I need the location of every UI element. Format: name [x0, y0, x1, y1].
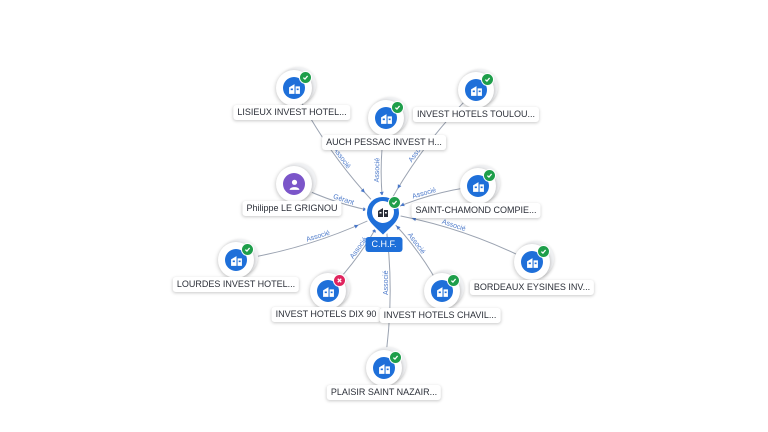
person-icon: [289, 179, 299, 190]
error-badge-icon: [333, 274, 346, 287]
edge-label-plaisir: Associé: [383, 270, 390, 295]
check-badge-icon: [481, 73, 494, 86]
building-icon: [322, 286, 334, 297]
node-auch[interactable]: [368, 97, 408, 136]
building-icon: [317, 280, 339, 302]
center-node-label[interactable]: C.H.F.: [365, 237, 403, 252]
node-lisieux[interactable]: [276, 67, 316, 106]
node-lourdes[interactable]: [218, 239, 258, 278]
node-plaisir[interactable]: [366, 347, 406, 386]
edge-arrow-icon: [396, 225, 401, 230]
edge-label-chamond: Associé: [412, 187, 438, 201]
check-badge-icon: [241, 243, 254, 256]
node-chamond[interactable]: [460, 165, 500, 204]
edge-arrow-icon: [411, 217, 417, 222]
node-label-toulouse[interactable]: INVEST HOTELS TOULOU...: [412, 107, 540, 122]
person-icon: [283, 173, 305, 195]
edge-label-auch: Associé: [374, 158, 382, 183]
building-icon: [472, 181, 484, 192]
node-label-chavil[interactable]: INVEST HOTELS CHAVIL...: [379, 308, 501, 323]
node-bordeaux[interactable]: [514, 241, 554, 280]
node-toulouse[interactable]: [458, 69, 498, 108]
node-label-lourdes[interactable]: LOURDES INVEST HOTEL...: [172, 277, 300, 292]
node-label-bordeaux[interactable]: BORDEAUX EYSINES INV...: [469, 280, 595, 295]
node-philippe[interactable]: [276, 163, 316, 202]
building-icon: [436, 286, 448, 297]
building-icon: [283, 77, 305, 99]
edge-arrow-icon: [400, 202, 405, 207]
building-icon: [431, 280, 453, 302]
building-icon: [526, 257, 538, 268]
edge-arrow-icon: [353, 224, 359, 229]
building-icon: [378, 363, 390, 374]
node-chavil[interactable]: [424, 270, 464, 309]
node-label-plaisir[interactable]: PLAISIR SAINT NAZAIR...: [326, 385, 442, 400]
check-badge-icon: [389, 351, 402, 364]
building-icon: [378, 208, 388, 217]
building-icon: [288, 83, 300, 94]
node-label-chamond[interactable]: SAINT-CHAMOND COMPIE...: [411, 203, 541, 218]
edge-label-lourdes: Associé: [305, 230, 331, 244]
building-icon: [470, 85, 482, 96]
check-badge-icon: [483, 169, 496, 182]
building-icon: [521, 251, 543, 273]
check-badge-icon: [391, 101, 404, 114]
check-badge-icon: [447, 274, 460, 287]
building-icon: [373, 357, 395, 379]
building-icon: [380, 113, 392, 124]
edge-label-chavil: Associé: [406, 232, 426, 256]
check-badge-icon: [537, 245, 550, 258]
building-icon: [230, 255, 242, 266]
center-node[interactable]: [364, 194, 402, 238]
building-icon: [467, 175, 489, 197]
node-dix90[interactable]: [310, 270, 350, 309]
check-badge-icon: [299, 71, 312, 84]
edge-arrow-icon: [379, 191, 384, 196]
building-icon: [465, 79, 487, 101]
node-label-auch[interactable]: AUCH PESSAC INVEST H...: [322, 135, 446, 150]
building-icon: [375, 107, 397, 129]
verified-badge-icon: [388, 196, 401, 209]
edge-label-bordeaux: Associé: [441, 219, 467, 233]
edge-arrow-icon: [360, 188, 365, 193]
node-label-lisieux[interactable]: LISIEUX INVEST HOTEL...: [233, 105, 351, 120]
node-label-dix90[interactable]: INVEST HOTELS DIX 90: [271, 307, 381, 322]
edge-arrow-icon: [397, 184, 402, 189]
building-icon: [225, 249, 247, 271]
node-label-philippe[interactable]: Philippe LE GRIGNOU: [242, 201, 342, 216]
